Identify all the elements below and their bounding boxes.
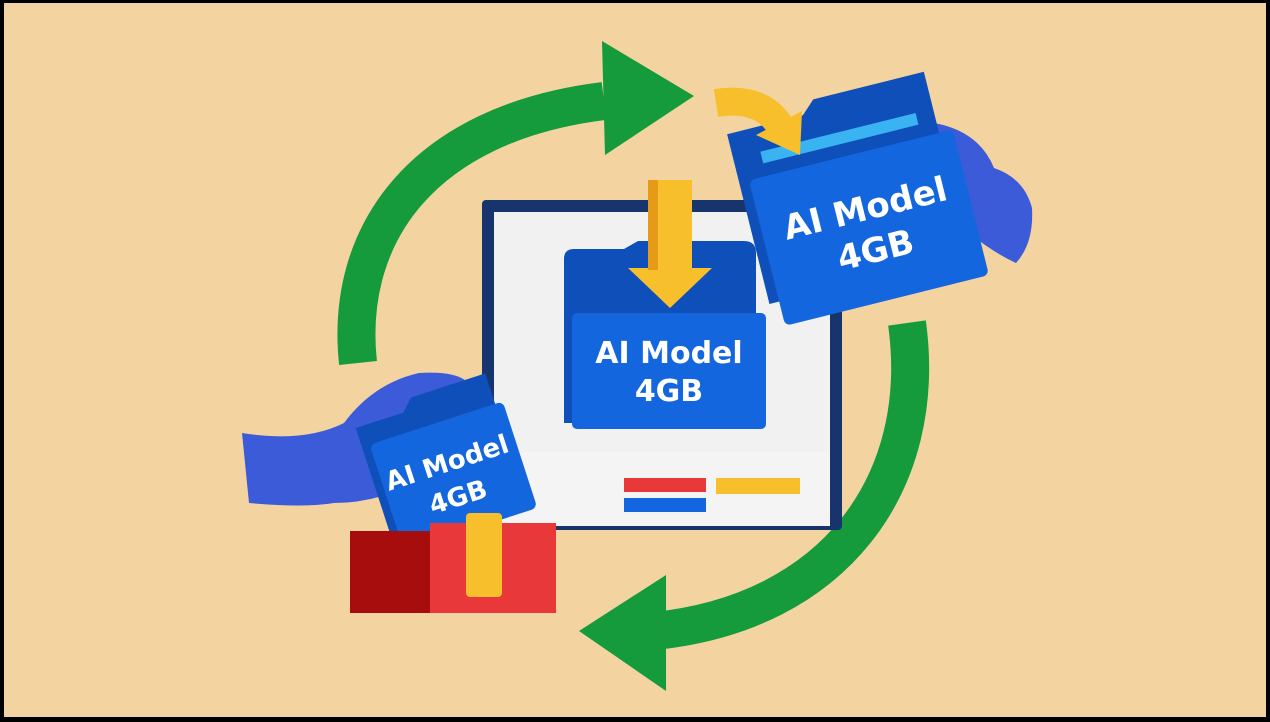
right-folder-front xyxy=(750,130,988,325)
center-folder-front xyxy=(572,313,766,429)
cycle-arrows-icon xyxy=(337,41,930,691)
center-folder-icon: AI Model 4GB xyxy=(564,241,766,429)
illustration-svg: AI Model 4GB AI Model 4GB AI Model 4GB xyxy=(4,3,1266,717)
cycle-arrow-bottom-head xyxy=(579,575,666,691)
box-front-left xyxy=(350,531,430,613)
center-folder-line2: 4GB xyxy=(635,374,703,409)
download-arrow-icon xyxy=(628,180,712,308)
cycle-arrow-bottom-right xyxy=(652,320,930,650)
gift-box-icon xyxy=(350,513,556,613)
left-folder-front xyxy=(371,402,536,550)
download-arrow-shade xyxy=(648,180,658,270)
right-folder-group: AI Model 4GB xyxy=(713,71,1033,325)
illustration: AI Model 4GB AI Model 4GB AI Model 4GB xyxy=(4,3,1266,717)
cycle-arrow-top-head xyxy=(602,41,694,155)
left-folder-group: AI Model 4GB xyxy=(242,372,556,613)
center-folder-line1: AI Model xyxy=(595,336,742,371)
indicator-blue xyxy=(624,498,706,512)
download-arrow-head xyxy=(628,268,712,308)
indicator-yellow xyxy=(716,478,800,494)
indicator-red xyxy=(624,478,706,492)
box-ribbon xyxy=(466,513,502,597)
right-yellow-arrow-icon xyxy=(713,87,802,155)
cycle-arrow-top-left xyxy=(337,82,607,366)
right-yellow-arrow-head xyxy=(756,111,802,155)
